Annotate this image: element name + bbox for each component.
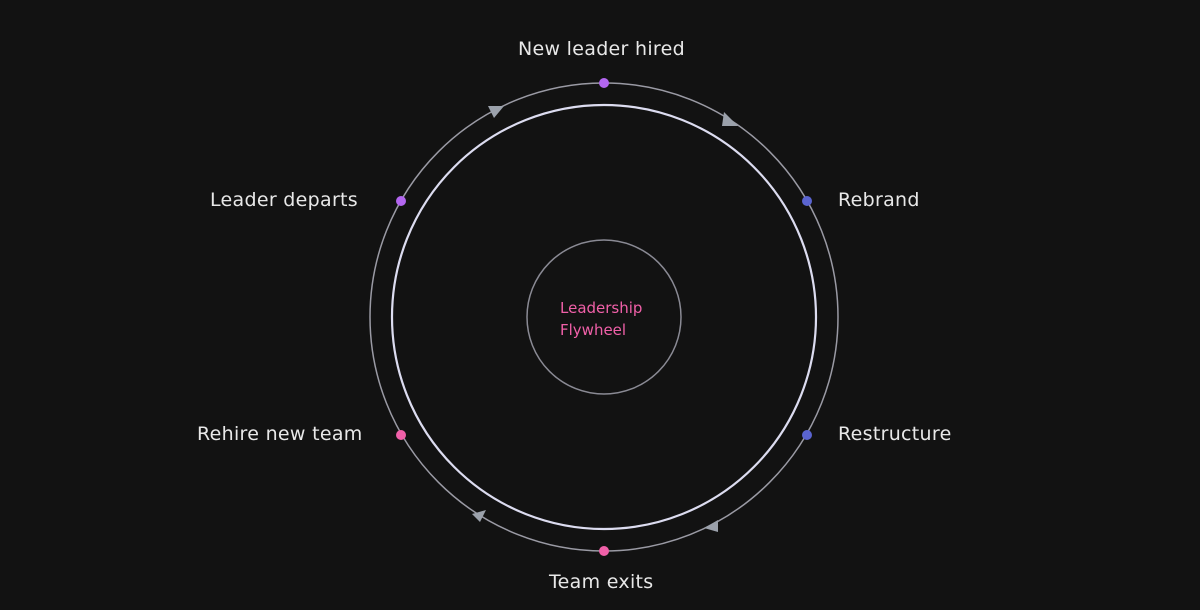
node-dot-leader-departs[interactable] (396, 196, 406, 206)
arrow-icon (488, 106, 504, 118)
node-label-rehire-new-team: Rehire new team (197, 423, 363, 445)
center-title: Leadership Flywheel (560, 297, 642, 341)
node-label-team-exits: Team exits (549, 571, 654, 593)
node-dot-new-leader-hired[interactable] (599, 78, 609, 88)
node-label-rebrand: Rebrand (838, 189, 920, 211)
arrow-icon (472, 510, 486, 522)
node-label-new-leader-hired: New leader hired (518, 38, 685, 60)
center-title-line1: Leadership (560, 299, 643, 317)
node-label-leader-departs: Leader departs (210, 189, 358, 211)
node-dot-restructure[interactable] (802, 430, 812, 440)
inner-ring (390, 103, 818, 531)
node-label-restructure: Restructure (838, 423, 952, 445)
arrow-icon (704, 520, 718, 532)
center-ring (526, 239, 682, 395)
node-dot-rehire-new-team[interactable] (396, 430, 406, 440)
arrow-icon (722, 112, 738, 126)
center-title-line2: Flywheel (560, 321, 627, 339)
node-dot-rebrand[interactable] (802, 196, 812, 206)
node-dot-team-exits[interactable] (599, 546, 609, 556)
